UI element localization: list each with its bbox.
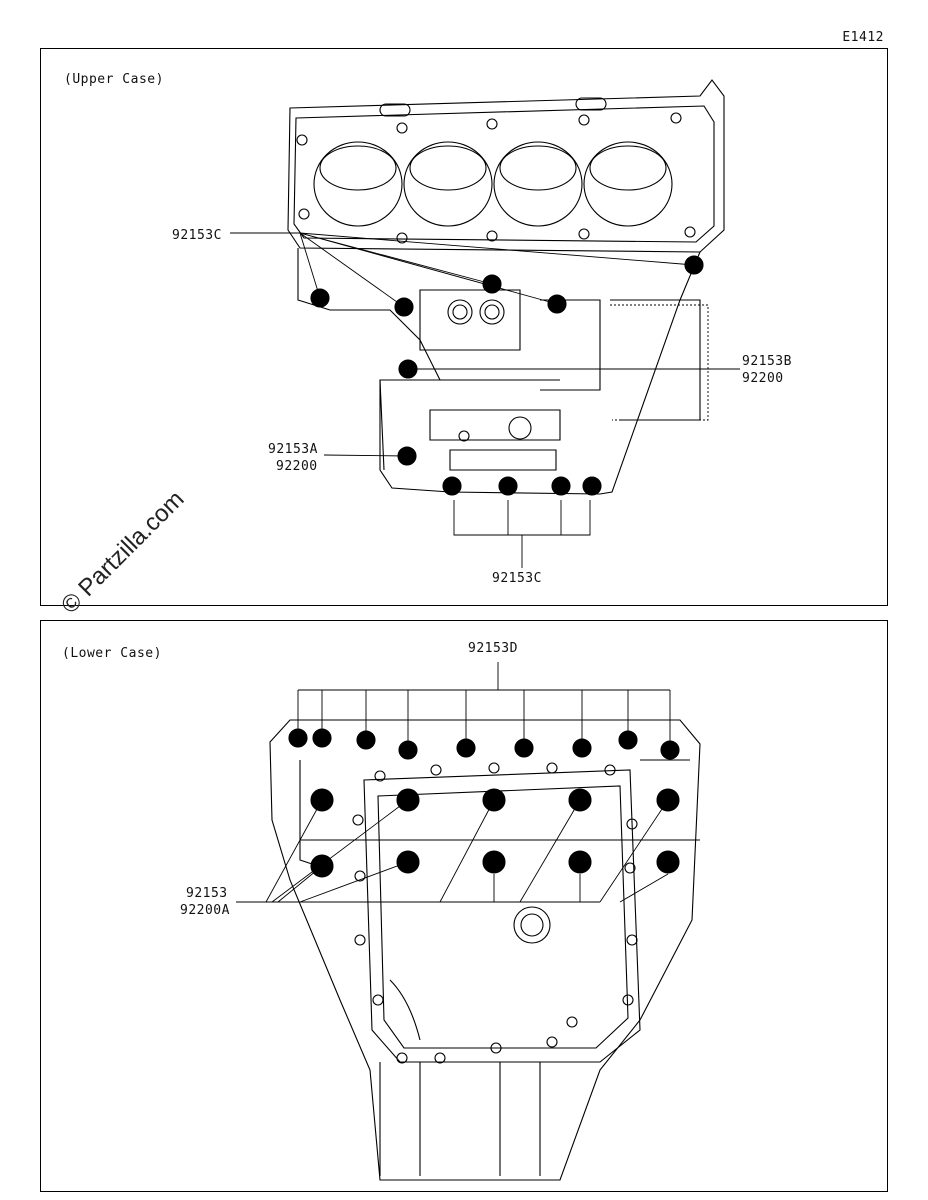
callout-part-number: 92153D — [468, 641, 518, 656]
upper-case-panel — [40, 48, 888, 606]
lower-case-title: (Lower Case) — [62, 646, 162, 661]
callout-part-number: 92200 — [276, 459, 318, 474]
callout-upper-92153a: 92153A 92200 — [268, 441, 318, 475]
upper-case-title: (Upper Case) — [64, 72, 164, 87]
lower-case-bolts — [288, 728, 680, 878]
callout-part-number: 92153A — [268, 442, 318, 457]
cylinder-bores — [313, 141, 673, 227]
lower-case-panel — [40, 620, 888, 1192]
upper-crankcase-outline — [287, 79, 725, 495]
callout-upper-92153c-top: 92153C — [172, 227, 222, 244]
lower-leader-lines — [236, 662, 671, 903]
callout-lower-92153d: 92153D — [468, 640, 518, 657]
callout-part-number: 92153C — [172, 228, 222, 243]
callout-part-number: 92153B — [742, 354, 792, 369]
callout-upper-92153c-bottom: 92153C — [492, 570, 542, 587]
lower-gasket-holes — [352, 762, 638, 1064]
callout-part-number: 92200 — [742, 371, 784, 386]
callout-part-number: 92153C — [492, 571, 542, 586]
diagram-code: E1412 — [842, 30, 884, 45]
lower-crankcase-outline — [269, 719, 701, 1181]
upper-leader-lines — [230, 232, 740, 568]
callout-upper-92153b: 92153B 92200 — [742, 353, 792, 387]
callout-part-number: 92200A — [180, 903, 230, 918]
upper-case-bolts — [310, 255, 704, 496]
callout-part-number: 92153 — [186, 886, 228, 901]
upper-deck-holes — [296, 97, 696, 244]
callout-lower-92153: 92153 92200A — [180, 885, 230, 919]
